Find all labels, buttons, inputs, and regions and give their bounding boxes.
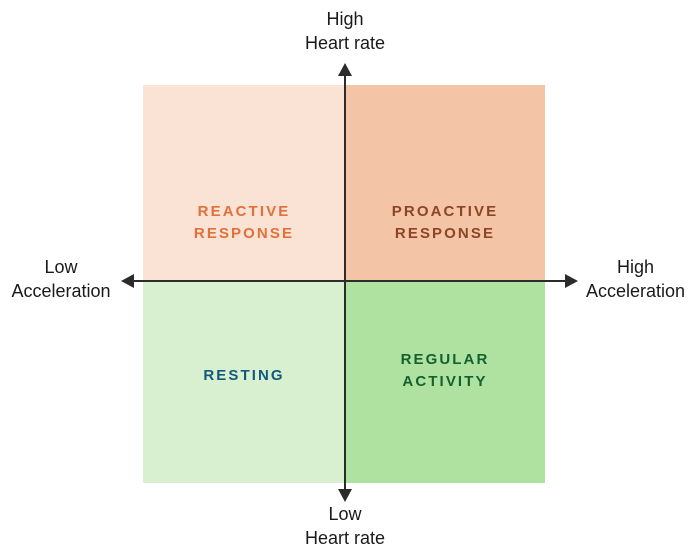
quadrant-reactive-response: REACTIVE RESPONSE: [143, 85, 345, 281]
quadrant-regular-activity: REGULAR ACTIVITY: [345, 281, 545, 483]
quadrant-resting: RESTING: [143, 281, 345, 483]
axis-label-low-acceleration: Low Acceleration: [11, 257, 111, 301]
arrow-right-icon: [565, 274, 578, 288]
quadrant-label-regular-activity: REGULAR ACTIVITY: [400, 351, 490, 390]
quadrant-label-proactive-response: PROACTIVE RESPONSE: [391, 203, 499, 242]
axis-label-low-heart-rate: Low Heart rate: [304, 504, 386, 548]
axis-label-high-acceleration: High Acceleration: [585, 257, 686, 301]
arrow-down-icon: [338, 489, 352, 502]
arrow-left-icon: [121, 274, 134, 288]
quadrant-label-resting: RESTING: [203, 367, 285, 385]
vertical-axis-line: [344, 66, 346, 500]
horizontal-axis-line: [124, 280, 570, 282]
axis-label-high-heart-rate: High Heart rate: [304, 9, 386, 53]
quadrant-label-reactive-response: REACTIVE RESPONSE: [193, 203, 295, 242]
arrow-up-icon: [338, 63, 352, 76]
quadrant-proactive-response: PROACTIVE RESPONSE: [345, 85, 545, 281]
